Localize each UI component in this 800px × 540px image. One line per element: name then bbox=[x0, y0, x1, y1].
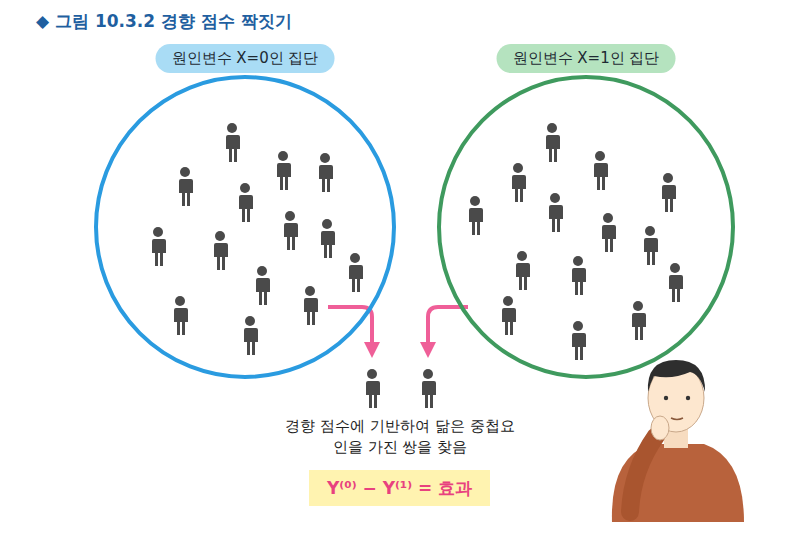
group-label: 원인변수 X=0인 집단 bbox=[156, 44, 335, 73]
formula-box: Y⁽⁰⁾ − Y⁽¹⁾ = 효과 bbox=[309, 470, 490, 506]
circle-outline bbox=[436, 44, 736, 380]
group-people bbox=[152, 123, 683, 360]
group-circle: 원인변수 X=0인 집단 bbox=[93, 44, 397, 380]
formula-text: Y⁽⁰⁾ − Y⁽¹⁾ = 효과 bbox=[327, 476, 472, 500]
match-arrow bbox=[328, 307, 468, 350]
group-circle: 원인변수 X=1인 집단 bbox=[436, 44, 736, 380]
matched-pair bbox=[366, 369, 436, 408]
figure-title: ◆ 그림 10.3.2 경향 점수 짝짓기 bbox=[36, 10, 292, 33]
note-text: 경향 점수에 기반하여 닮은 중첩요인을 가진 쌍을 찾음 bbox=[280, 416, 520, 458]
group-label: 원인변수 X=1인 집단 bbox=[497, 44, 676, 73]
circle-outline bbox=[93, 44, 397, 380]
thinking-man bbox=[612, 360, 744, 522]
